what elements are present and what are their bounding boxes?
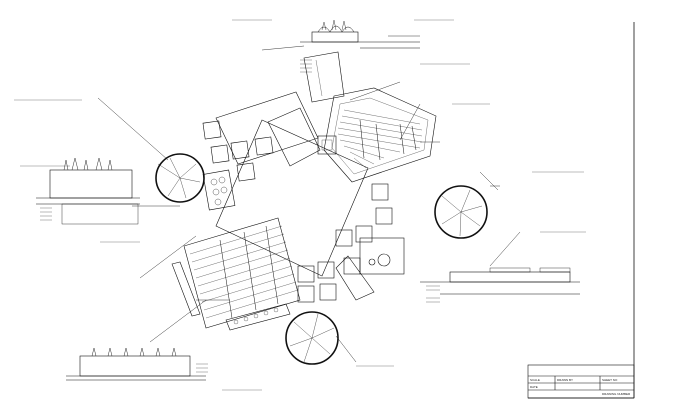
elevation-top (300, 19, 420, 73)
paving-right (297, 183, 393, 303)
upper-block (215, 91, 319, 165)
title-cell-drawn-by: DRAWN BY (557, 378, 573, 382)
note-lines (14, 19, 586, 391)
leader-lines (97, 35, 521, 363)
elevation-left (36, 157, 140, 225)
elevation-right (420, 267, 580, 303)
title-cell-date: DATE (530, 385, 538, 389)
upper-block-inner (267, 107, 321, 167)
lounge-deck (335, 237, 405, 301)
tree-detail-bottom (285, 311, 339, 365)
title-cell-scale: SCALE (530, 378, 540, 382)
site-plan (171, 51, 437, 331)
central-platform (215, 119, 369, 277)
sheet-border (528, 22, 635, 399)
title-cell-sheet-no: SHEET NO (602, 378, 618, 382)
elevation-bottom (66, 347, 208, 381)
paving-left (202, 120, 274, 182)
title-cell-drawing-number: DRAWING NUMBER (602, 392, 631, 396)
planter-cluster (202, 169, 236, 211)
upper-right-deck (317, 87, 437, 183)
tree-detail-right (434, 185, 488, 239)
top-connector (303, 51, 345, 103)
title-block-labels: SCALE DRAWN BY SHEET NO DATE DRAWING NUM… (530, 378, 631, 396)
lower-left-deck (171, 217, 301, 331)
title-block (527, 364, 635, 399)
tree-detail-left (155, 153, 205, 203)
